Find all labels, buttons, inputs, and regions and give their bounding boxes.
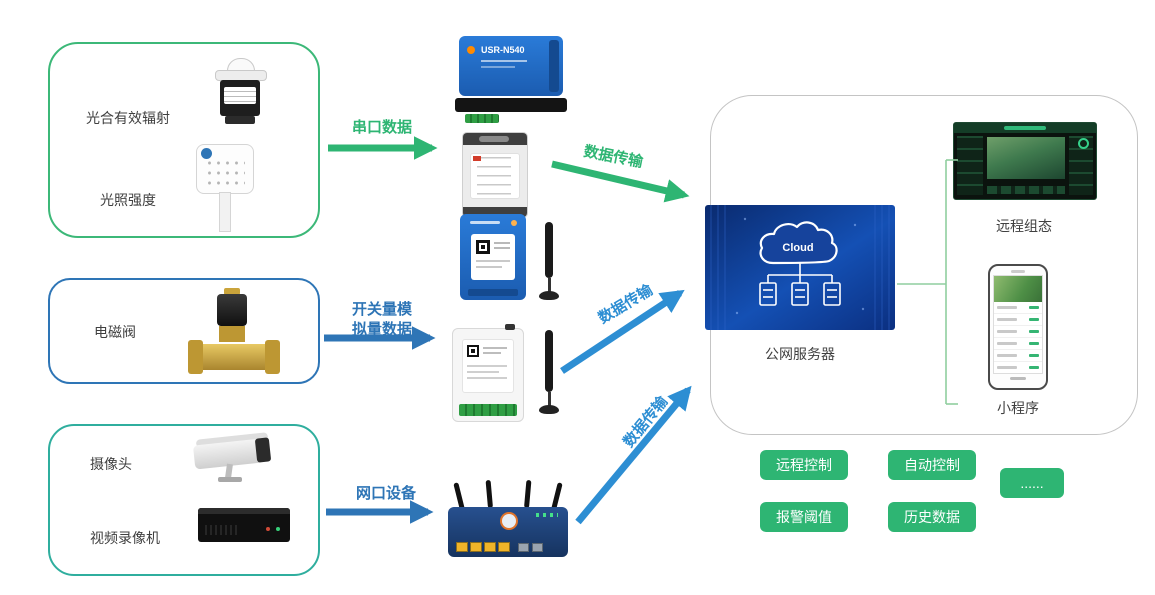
video-recorder-image [198, 508, 290, 542]
scada-label: 远程组态 [996, 218, 1052, 234]
analog-flow-label: 开关量模 拟量数据 [352, 301, 413, 339]
server-racks-icon [759, 263, 841, 306]
badge-history-data: 历史数据 [888, 502, 976, 532]
lux-sensor-label: 光照强度 [100, 192, 156, 208]
badge-remote-control: 远程控制 [760, 450, 848, 480]
phone-home-icon [1010, 377, 1026, 380]
miniapp-phone-image [988, 264, 1048, 390]
network-flow-label: 网口设备 [356, 485, 417, 502]
badge-more: ...... [1000, 468, 1064, 498]
public-server-image: Cloud [705, 205, 895, 330]
qr-code-icon [467, 345, 479, 357]
router-logo-icon [502, 514, 516, 528]
io-dtu-antenna-image [538, 330, 560, 414]
miniapp-label: 小程序 [997, 400, 1039, 416]
arrow-trans1 [551, 160, 690, 203]
cellular-dtu-image [460, 214, 526, 300]
serial-flow-label: 串口数据 [352, 119, 413, 136]
solenoid-valve-image [188, 288, 280, 376]
trans3-label: 数据传输 [620, 393, 672, 451]
badge-alarm-threshold: 报警阈值 [760, 502, 848, 532]
cloud-icon: Cloud [759, 221, 838, 265]
camera-group-box: 摄像头 视频录像机 [48, 424, 320, 576]
valve-label: 电磁阀 [94, 324, 136, 340]
camera-image [192, 432, 284, 484]
par-sensor-image [208, 58, 272, 128]
cloud-text: Cloud [782, 242, 813, 254]
sensor-group-box: 光合有效辐射 光照强度 [48, 42, 320, 238]
industrial-router-image [448, 479, 568, 560]
par-sensor-label: 光合有效辐射 [86, 110, 170, 126]
badge-auto-control: 自动控制 [888, 450, 976, 480]
serial-server-device-image: USR-N540 [455, 36, 567, 128]
white-serial-device-image [462, 132, 528, 218]
sensor-logo-icon [201, 148, 212, 159]
arrow-trans3 [575, 385, 692, 525]
camera-label: 摄像头 [90, 456, 132, 472]
lux-sensor-image [196, 144, 254, 232]
dtu-antenna-image [538, 222, 560, 300]
server-label: 公网服务器 [765, 346, 835, 362]
phone-speaker-icon [1011, 270, 1025, 273]
scada-screenshot-image [953, 122, 1097, 200]
usr-logo-dot-icon [467, 46, 475, 54]
trans1-label: 数据传输 [582, 142, 645, 172]
nvr-label: 视频录像机 [90, 530, 160, 546]
qr-code-icon [476, 240, 490, 254]
white-io-dtu-image [452, 324, 524, 422]
valve-group-box: 电磁阀 [48, 278, 320, 384]
gauge-icon [1078, 138, 1089, 149]
serial-server-model: USR-N540 [481, 45, 525, 55]
trans2-label: 数据传输 [595, 281, 656, 328]
